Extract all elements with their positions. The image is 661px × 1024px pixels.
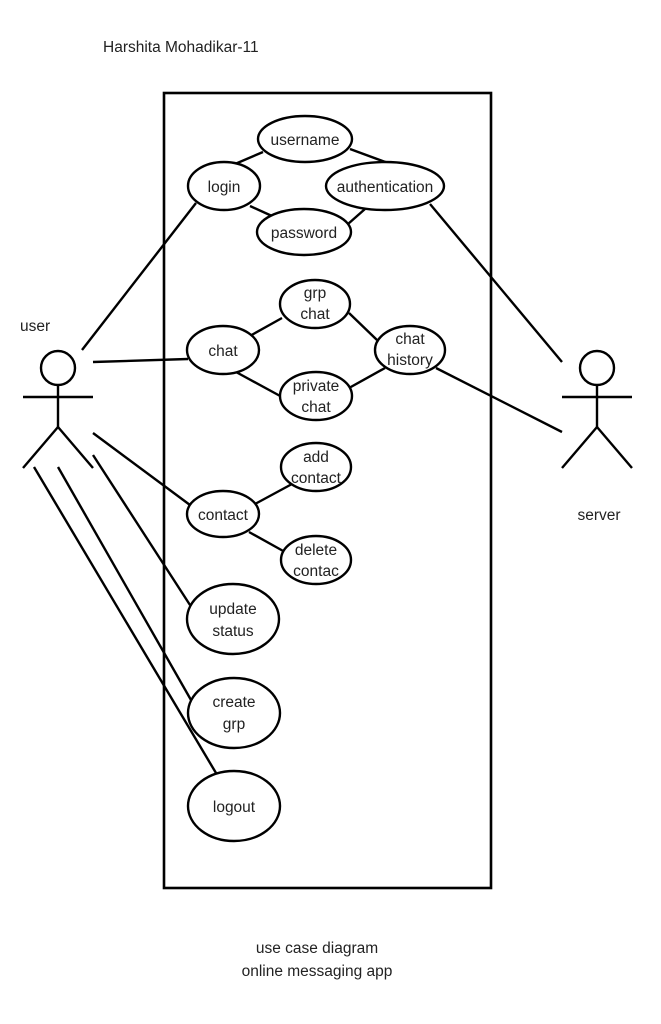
assoc-chat-history-server (435, 366, 563, 434)
assoc-authentication-server (429, 203, 563, 363)
use-case-username[interactable]: username (256, 114, 354, 164)
use-case-update-status[interactable]: update status (185, 582, 281, 656)
use-case-grp-chat[interactable]: grp chat (278, 278, 352, 330)
assoc-login-username (234, 150, 264, 166)
assoc-contact-add-contact (254, 482, 293, 506)
assoc-user-create-grp (56, 466, 193, 701)
stick-figure-icon (22, 349, 94, 469)
use-case-label: authentication (337, 179, 434, 196)
use-case-label: delete (295, 542, 337, 559)
assoc-username-authentication (349, 147, 389, 165)
use-case-label: contact (291, 470, 342, 487)
assoc-private-chat-history (348, 366, 386, 390)
assoc-user-update-status (91, 454, 192, 606)
use-case-private-chat[interactable]: private chat (278, 370, 354, 422)
use-case-delete-contact[interactable]: delete contac (279, 534, 353, 586)
assoc-user-chat (92, 357, 189, 364)
use-case-contact[interactable]: contact (185, 489, 261, 539)
assoc-chat-private-chat (235, 370, 283, 399)
assoc-grp-chat-history (348, 312, 378, 341)
use-case-chat-history[interactable]: chat history (373, 324, 447, 376)
use-case-label: login (208, 179, 241, 196)
assoc-user-contact (92, 432, 191, 506)
actor-server[interactable]: server (561, 349, 633, 524)
use-case-label: status (212, 623, 254, 640)
use-case-login[interactable]: login (186, 160, 262, 212)
use-case-add-contact[interactable]: add contact (279, 441, 353, 493)
use-case-label: update (209, 601, 256, 618)
assoc-user-login (81, 202, 197, 351)
use-case-label: chat (208, 343, 238, 360)
caption-line-2: online messaging app (242, 963, 393, 980)
use-case-label: chat (301, 399, 331, 416)
use-case-label: add (303, 449, 329, 466)
use-case-authentication[interactable]: authentication (324, 160, 446, 212)
assoc-password-authentication (347, 208, 366, 225)
actor-label: server (577, 507, 620, 524)
use-case-label: chat (300, 306, 330, 323)
system-boundary (162, 91, 493, 890)
use-case-label: logout (213, 799, 256, 816)
actor-user[interactable]: user (20, 318, 94, 469)
assoc-login-password (249, 204, 273, 218)
use-case-label: grp (223, 716, 245, 733)
assoc-contact-delete-contact (248, 530, 286, 554)
use-case-label: contact (198, 507, 249, 524)
caption-line-1: use case diagram (256, 940, 378, 957)
author-label: Harshita Mohadikar-11 (103, 39, 259, 56)
use-case-label: password (271, 225, 337, 242)
associations (32, 147, 563, 774)
use-case-chat[interactable]: chat (185, 324, 261, 376)
assoc-user-logout (32, 466, 218, 774)
use-case-password[interactable]: password (255, 207, 353, 257)
use-case-label: username (271, 132, 340, 149)
use-case-label: create (212, 694, 255, 711)
use-case-label: contac (293, 563, 339, 580)
use-case-logout[interactable]: logout (186, 769, 282, 843)
use-case-label: grp (304, 285, 326, 302)
assoc-chat-grp-chat (247, 316, 283, 339)
use-case-label: history (387, 352, 433, 369)
actor-label: user (20, 318, 50, 335)
use-case-label: private (293, 378, 340, 395)
use-case-label: chat (395, 331, 425, 348)
use-case-create-grp[interactable]: create grp (186, 676, 282, 750)
stick-figure-icon (561, 349, 633, 469)
